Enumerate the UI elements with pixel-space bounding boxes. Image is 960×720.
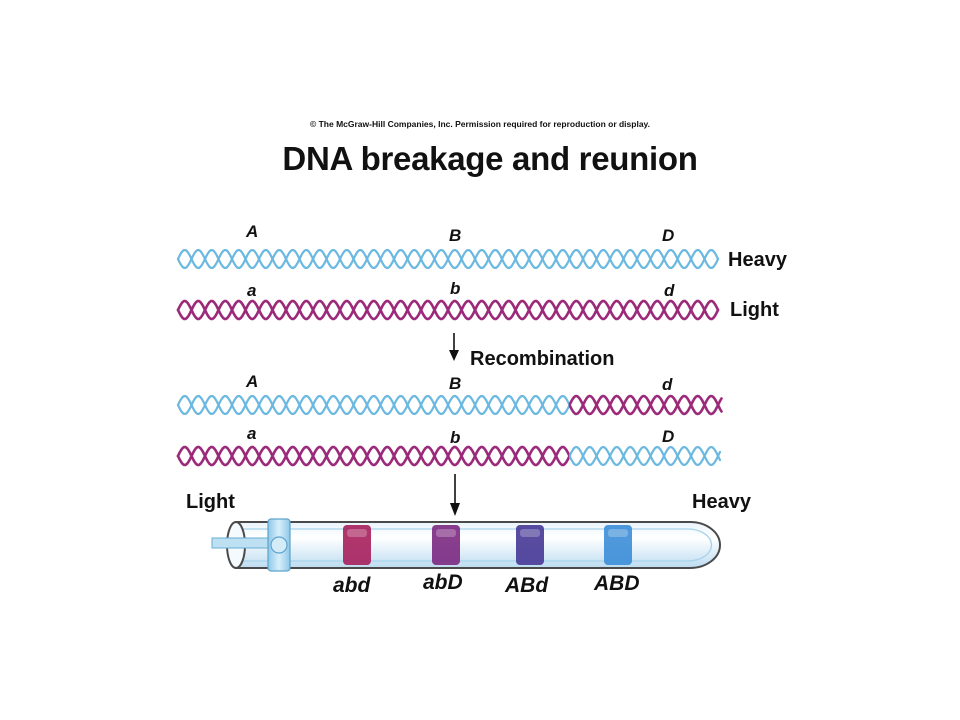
parental-light-strand bbox=[176, 299, 720, 321]
allele-label: b bbox=[450, 279, 460, 298]
allele-label: D bbox=[662, 427, 674, 446]
page-title: DNA breakage and reunion bbox=[282, 140, 698, 177]
light-strand-label: Light bbox=[730, 299, 779, 321]
recombination-label: Recombination bbox=[470, 348, 614, 370]
allele-label: a bbox=[247, 424, 256, 443]
allele-label: a bbox=[247, 281, 256, 300]
band-label: ABd bbox=[504, 574, 549, 597]
centrifuge-tube bbox=[211, 518, 721, 572]
band-ABd bbox=[516, 525, 544, 565]
allele-label: A bbox=[245, 222, 258, 241]
recombinant-strand-1-light-segment bbox=[568, 394, 723, 416]
recombinant-strand-2-heavy-segment bbox=[568, 445, 722, 467]
recombination-arrow bbox=[449, 333, 459, 361]
allele-label: B bbox=[449, 226, 461, 245]
band-label: ABD bbox=[593, 572, 640, 595]
allele-label: d bbox=[662, 375, 673, 394]
allele-label: B bbox=[449, 374, 461, 393]
recombinant-strand-1-heavy-segment bbox=[176, 395, 571, 415]
band-highlight bbox=[347, 529, 367, 537]
band-abD bbox=[432, 525, 460, 565]
heavy-strand-label: Heavy bbox=[728, 249, 788, 271]
allele-label: D bbox=[662, 226, 674, 245]
allele-label: b bbox=[450, 428, 460, 447]
band-highlight bbox=[520, 529, 540, 537]
density-bands: abd abD ABd ABD bbox=[333, 525, 640, 597]
recombinant-strand-2-light-segment bbox=[176, 445, 571, 467]
band-abd bbox=[343, 525, 371, 565]
parental-heavy-strand bbox=[176, 249, 720, 269]
allele-label: d bbox=[664, 281, 675, 300]
band-highlight bbox=[608, 529, 628, 537]
copyright-notice: © The McGraw-Hill Companies, Inc. Permis… bbox=[309, 119, 651, 129]
band-highlight bbox=[436, 529, 456, 537]
band-ABD bbox=[604, 525, 632, 565]
tube-light-end-label: Light bbox=[186, 491, 235, 513]
tube-heavy-end-label: Heavy bbox=[692, 491, 752, 513]
band-label: abd bbox=[333, 574, 372, 597]
centrifugation-arrow bbox=[450, 474, 460, 516]
allele-label: A bbox=[245, 372, 258, 391]
band-label: abD bbox=[423, 571, 463, 594]
